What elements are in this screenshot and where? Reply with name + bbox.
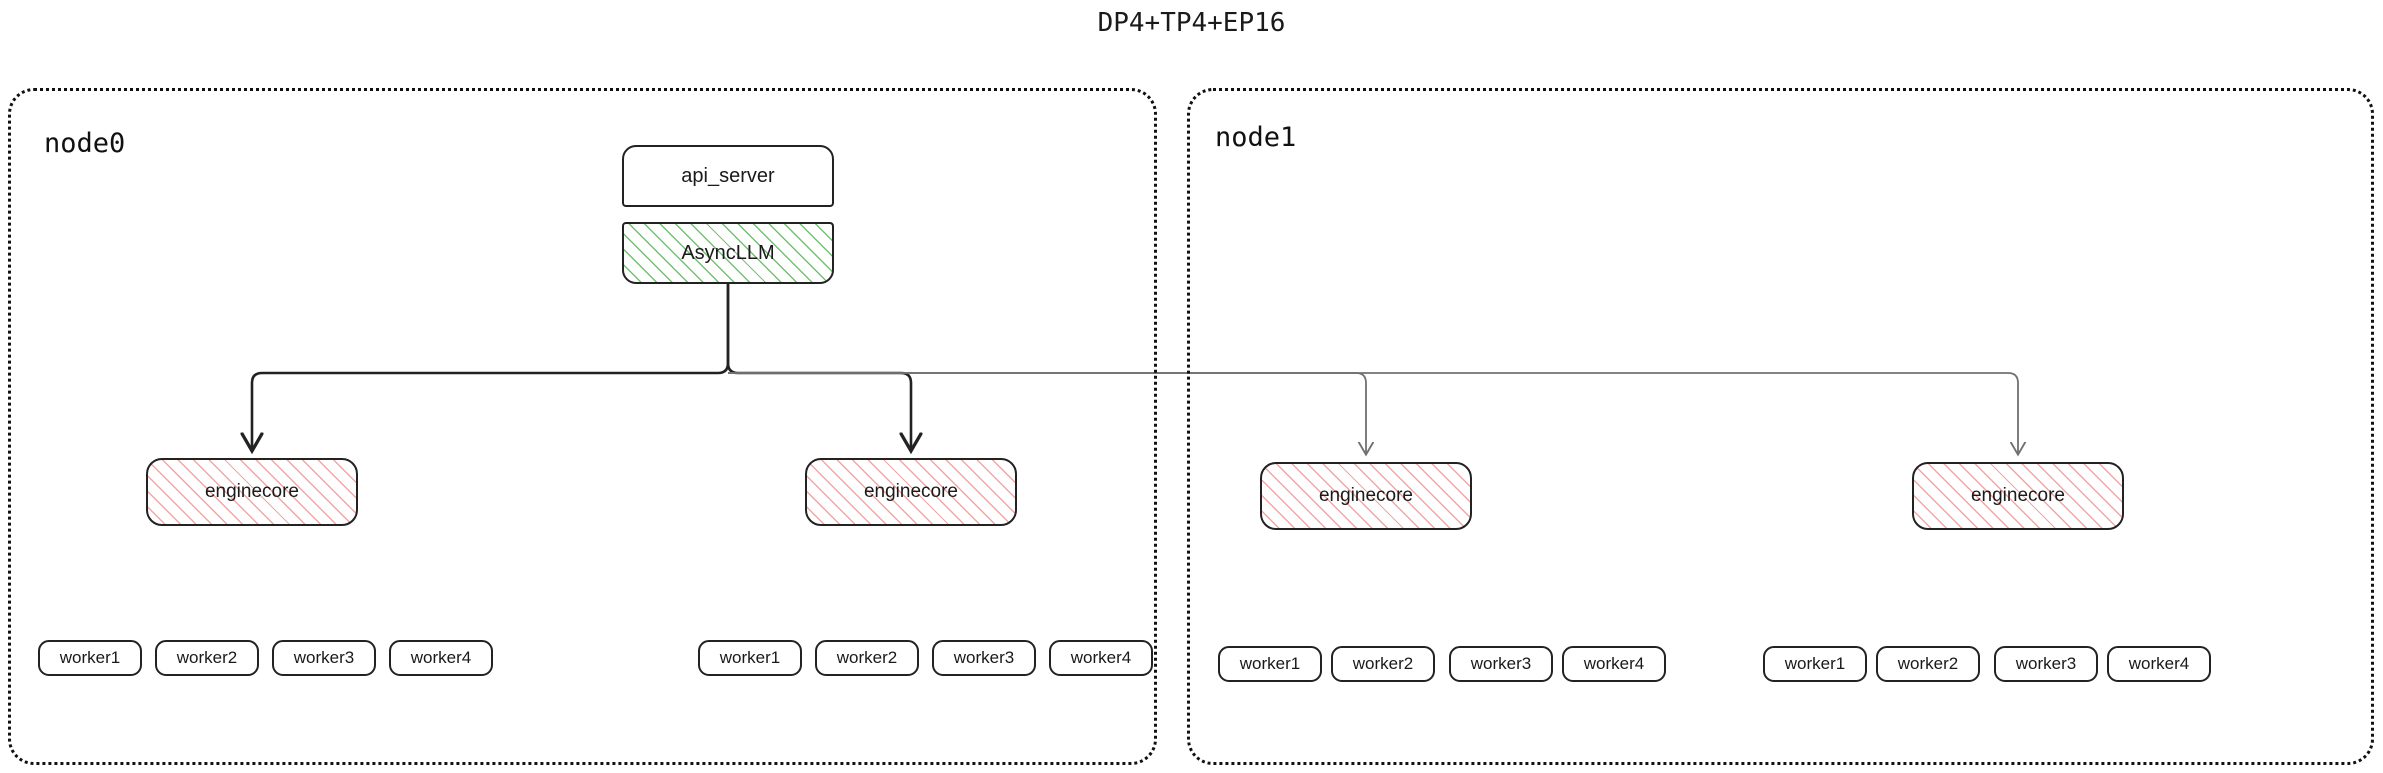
worker-box-node0-0-2[interactable]: worker3 [272, 640, 376, 676]
worker-box-node0-1-1[interactable]: worker2 [815, 640, 919, 676]
worker-label: worker1 [719, 648, 781, 667]
worker-box-node1-1-1[interactable]: worker2 [1876, 646, 1980, 682]
worker-box-node1-1-3[interactable]: worker4 [2107, 646, 2211, 682]
worker-box-node1-0-2[interactable]: worker3 [1449, 646, 1553, 682]
enginecore-box-node1-0[interactable]: enginecore [1260, 462, 1472, 530]
worker-label: worker4 [410, 648, 472, 667]
worker-label: worker4 [1070, 648, 1132, 667]
api-server-label: api_server [681, 164, 775, 187]
page-title: DP4+TP4+EP16 [1097, 8, 1286, 38]
worker-box-node1-0-0[interactable]: worker1 [1218, 646, 1322, 682]
worker-label: worker3 [293, 648, 355, 667]
enginecore-label: enginecore [1970, 485, 2066, 506]
worker-box-node1-1-0[interactable]: worker1 [1763, 646, 1867, 682]
node-container-node1 [1187, 88, 2374, 765]
worker-label: worker2 [176, 648, 238, 667]
enginecore-label: enginecore [863, 481, 959, 502]
worker-label: worker1 [1239, 654, 1301, 673]
worker-box-node0-0-1[interactable]: worker2 [155, 640, 259, 676]
asyncllm-label: AsyncLLM [681, 241, 775, 264]
worker-box-node1-0-1[interactable]: worker2 [1331, 646, 1435, 682]
worker-label: worker2 [836, 648, 898, 667]
worker-label: worker1 [59, 648, 121, 667]
worker-box-node0-1-3[interactable]: worker4 [1049, 640, 1153, 676]
worker-box-node0-1-0[interactable]: worker1 [698, 640, 802, 676]
enginecore-label: enginecore [204, 481, 300, 502]
node-label-node1: node1 [1215, 122, 1297, 153]
enginecore-box-node1-1[interactable]: enginecore [1912, 462, 2124, 530]
asyncllm-box[interactable]: AsyncLLM [622, 222, 834, 284]
enginecore-label: enginecore [1318, 485, 1414, 506]
worker-label: worker1 [1784, 654, 1846, 673]
worker-label: worker4 [1583, 654, 1645, 673]
node-label-node0: node0 [44, 128, 126, 159]
worker-box-node0-1-2[interactable]: worker3 [932, 640, 1036, 676]
node-container-node0 [8, 88, 1157, 765]
api-server-box[interactable]: api_server [622, 145, 834, 207]
worker-box-node0-0-0[interactable]: worker1 [38, 640, 142, 676]
worker-label: worker3 [2015, 654, 2077, 673]
worker-label: worker2 [1352, 654, 1414, 673]
worker-label: worker3 [1470, 654, 1532, 673]
enginecore-box-node0-0[interactable]: enginecore [146, 458, 358, 526]
worker-box-node0-0-3[interactable]: worker4 [389, 640, 493, 676]
worker-label: worker2 [1897, 654, 1959, 673]
worker-box-node1-1-2[interactable]: worker3 [1994, 646, 2098, 682]
worker-label: worker3 [953, 648, 1015, 667]
worker-label: worker4 [2128, 654, 2190, 673]
enginecore-box-node0-1[interactable]: enginecore [805, 458, 1017, 526]
worker-box-node1-0-3[interactable]: worker4 [1562, 646, 1666, 682]
